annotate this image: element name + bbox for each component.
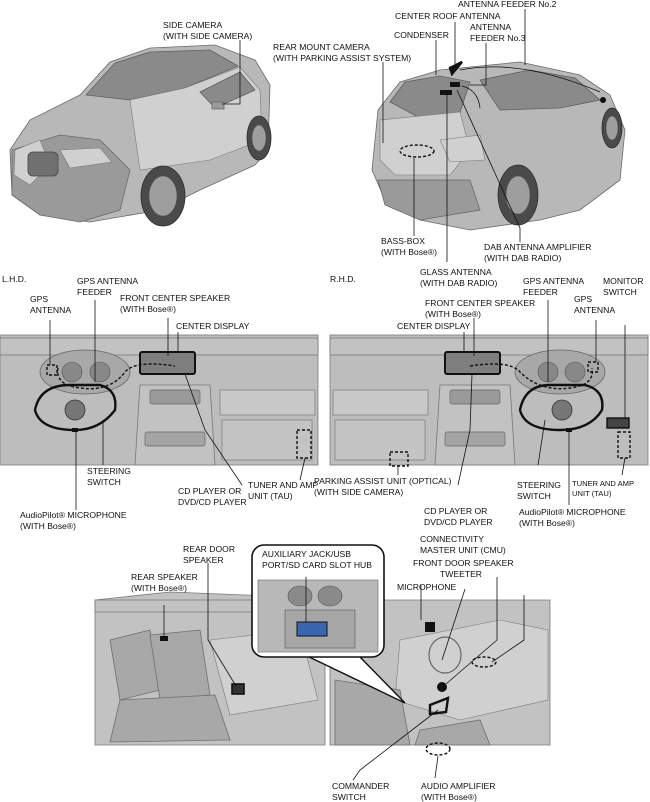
parking-assist-unit-dashed [389,451,409,467]
center-roof-antenna-mark [448,60,463,77]
commander-switch-mark [428,696,450,716]
label-rear-speaker: REAR SPEAKER (WITH Bose®) [131,572,200,593]
front-vehicle-illustration [9,44,272,227]
aux-hub-inset-illustration [257,577,379,653]
lhd-tau-dashed [296,429,312,459]
rhd-center-display-mark [444,351,501,375]
label-commander-switch: COMMANDER SWITCH [332,781,392,802]
label-gps-antenna-lhd: GPS ANTENNA [30,294,71,315]
rhd-tau-dashed [617,431,631,459]
label-gps-antenna-feeder-lhd: GPS ANTENNA FEEDER [77,276,140,297]
label-audiopilot-lhd: AudioPilot® MICROPHONE (WITH Bose®) [20,510,129,531]
top-leaders [222,9,526,262]
label-monitor-switch: MONITOR SWITCH [603,276,646,297]
rhd-leaders [397,300,626,505]
label-bass-box: BASS-BOX (WITH Bose®) [381,236,437,257]
label-audiopilot-rhd: AudioPilot® MICROPHONE (WITH Bose®) [519,507,628,528]
label-center-display-rhd: CENTER DISPLAY [397,321,471,331]
audio-amplifier-dashed [425,742,451,756]
label-tuner-amp-rhd: TUNER AND AMP UNIT (TAU) [572,479,636,498]
label-rhd: R.H.D. [330,274,356,284]
rear-speaker-mark [160,636,168,641]
lhd-leaders [49,300,306,510]
rhd-gps-feeder-dashed [469,363,594,390]
antenna-feeder-no2-line [459,66,601,93]
lhd-gps-antenna-dashed [46,364,58,376]
label-cd-player-rhd: CD PLAYER OR DVD/CD PLAYER [424,506,493,527]
antenna-feeder-no2-end [600,97,606,103]
rear-vehicle-illustration [371,61,626,231]
label-front-center-speaker-lhd: FRONT CENTER SPEAKER (WITH Bose®) [120,293,233,314]
label-center-roof-antenna: CENTER ROOF ANTENNA [395,11,501,21]
label-antenna-feeder-no2: ANTENNA FEEDER No.2 [458,0,557,9]
lhd-steering-wheel [33,383,117,432]
rhd-gps-antenna-dashed [587,361,599,373]
lhd-dashboard-illustration [0,334,319,466]
rear-mount-camera-mark [440,90,452,95]
label-dab-antenna-amplifier: DAB ANTENNA AMPLIFIER (WITH DAB RADIO) [484,242,594,263]
tweeter-mark [437,682,447,692]
label-front-door-speaker-tweeter: FRONT DOOR SPEAKER TWEETER [413,558,516,579]
dab-amplifier-mark [450,82,460,87]
label-cd-player-lhd: CD PLAYER OR DVD/CD PLAYER [178,486,247,507]
side-mirror [211,101,225,110]
label-steering-switch-lhd: STEERING SWITCH [87,466,133,487]
label-tuner-amp-lhd: TUNER AND AMP UNIT (TAU) [248,480,320,501]
label-rear-mount-camera: REAR MOUNT CAMERA (WITH PARKING ASSIST S… [273,42,411,63]
aux-usb-hub-highlight [296,621,328,637]
label-connectivity-master-unit: CONNECTIVITY MASTER UNIT (CMU) [420,534,506,555]
lhd-gps-feeder-dashed [56,363,176,390]
lhd-center-display-mark [139,351,196,375]
label-audio-amplifier: AUDIO AMPLIFIER (WITH Bose®) [421,781,498,802]
label-condenser: CONDENSER [394,30,449,40]
label-lhd: L.H.D. [2,274,26,284]
front-grille [27,151,59,177]
label-aux-jack-hub: AUXILIARY JACK/USB PORT/SD CARD SLOT HUB [262,549,372,570]
bass-box-outline [399,144,435,158]
lhd-audiopilot-mark [72,428,78,432]
antenna-feeder-no3-line [461,85,481,109]
label-rear-door-speaker: REAR DOOR SPEAKER [183,544,237,565]
microphone-mark [425,622,435,632]
label-parking-assist-unit: PARKING ASSIST UNIT (OPTICAL) (WITH SIDE… [314,476,454,497]
label-gps-antenna-rhd: GPS ANTENNA [574,294,615,315]
label-glass-antenna: GLASS ANTENNA (WITH DAB RADIO) [420,267,497,288]
label-microphone: MICROPHONE [397,582,456,592]
rear-door-speaker-mark [231,683,245,695]
label-steering-switch-rhd: STEERING SWITCH [517,480,563,501]
label-side-camera: SIDE CAMERA (WITH SIDE CAMERA) [163,20,252,41]
rhd-audiopilot-mark [566,428,572,432]
label-gps-antenna-feeder-rhd: GPS ANTENNA FEEDER [523,276,586,297]
label-center-display-lhd: CENTER DISPLAY [176,321,250,331]
label-antenna-feeder-no3: ANTENNA FEEDER No.3 [470,22,526,43]
monitor-switch-mark [606,417,630,429]
label-front-center-speaker-rhd: FRONT CENTER SPEAKER (WITH Bose®) [425,298,538,319]
bottom-leaders [163,563,525,781]
